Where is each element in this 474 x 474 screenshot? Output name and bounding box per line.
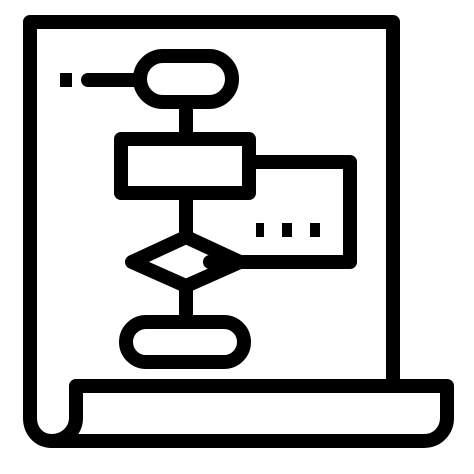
flow-decision-diamond [125,230,247,293]
flow-side-output-box [203,155,357,269]
flow-process-box [114,132,256,200]
paper-curl-outline [45,379,454,448]
flow-end-terminal [119,315,251,369]
